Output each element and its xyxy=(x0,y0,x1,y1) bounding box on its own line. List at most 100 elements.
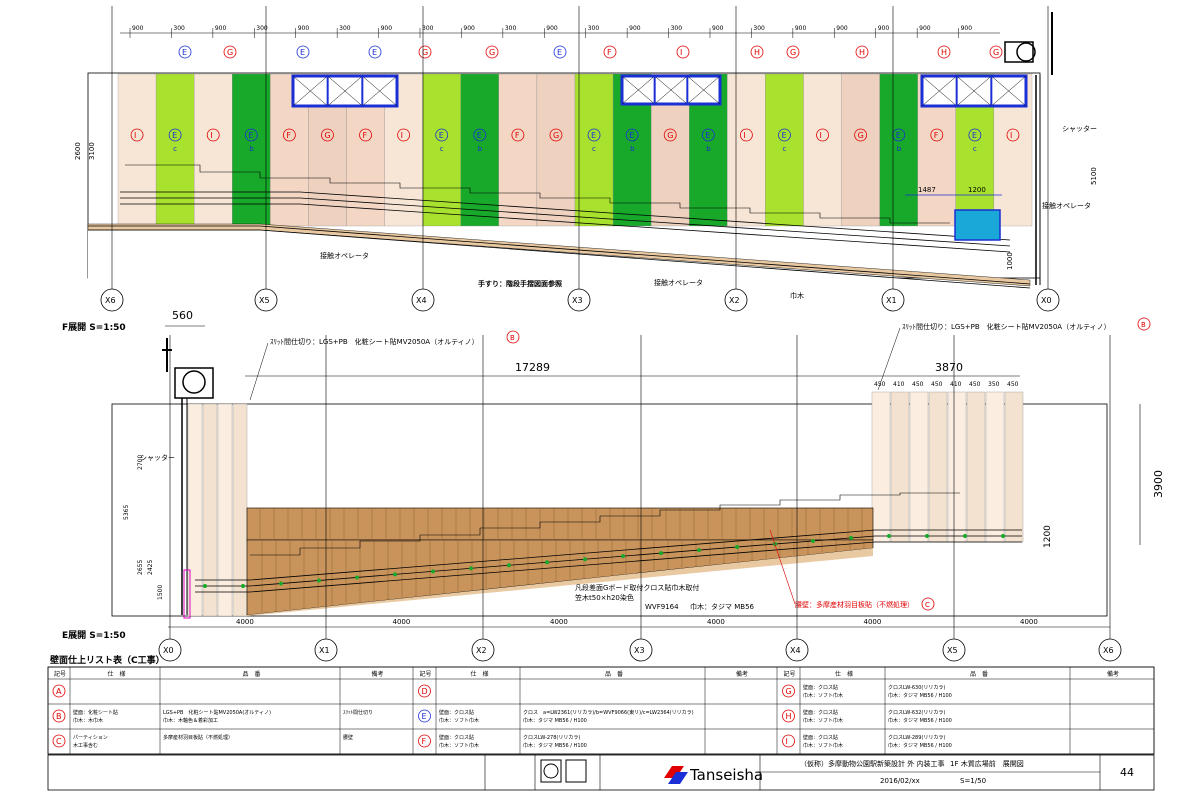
bottom-step-line xyxy=(250,492,960,556)
note-marker-b-right-circle xyxy=(1137,317,1151,331)
grid-axis-label: X4 xyxy=(790,646,801,655)
logo-stripe-2 xyxy=(668,772,688,784)
top-width-dim: 900 xyxy=(795,25,807,32)
panel-marker-circle xyxy=(854,128,868,142)
top-width-dim: 300 xyxy=(505,25,517,32)
panel-marker: E xyxy=(781,131,786,140)
table-cell: クロスLW-278(リリカラ) xyxy=(523,735,580,741)
note-marker-b-right: B xyxy=(1141,321,1146,329)
table-cell: パーティション xyxy=(73,735,108,741)
company-name: Tanseisha xyxy=(689,766,763,784)
grid-axis-label: X4 xyxy=(416,296,427,305)
left-slat xyxy=(202,403,218,617)
grid-axis-label: X1 xyxy=(886,296,897,305)
top-shutter-mechanism xyxy=(1004,12,1053,285)
rail-bracket xyxy=(811,538,815,543)
slat-width-dims: 450410450450410450350450 xyxy=(874,381,1019,388)
top-width-dim: 900 xyxy=(463,25,475,32)
top-marker: G xyxy=(489,48,495,57)
top-marker-circle xyxy=(786,45,800,59)
note-leader-left xyxy=(249,342,269,401)
left-height-dim: 1500 xyxy=(157,585,164,600)
axis-spacing-dim: 4000 xyxy=(393,618,411,626)
left-height-dim: 5365 xyxy=(123,505,130,520)
note-wall-marker: C xyxy=(925,601,930,609)
rail-bracket xyxy=(659,551,663,556)
panel-marker: E xyxy=(972,131,977,140)
table-marker-circle xyxy=(418,684,431,698)
panel-marker: E xyxy=(705,131,710,140)
table-header: 仕 様 xyxy=(108,670,126,678)
top-marker-circle xyxy=(418,45,432,59)
right-slat xyxy=(1004,391,1024,543)
left-height-dim: 2655 xyxy=(137,560,144,575)
grid-axis-circle xyxy=(1098,638,1122,662)
wall-panel xyxy=(155,73,195,227)
grid-axis-label: X3 xyxy=(634,646,645,655)
rail-bracket xyxy=(355,575,359,580)
top-width-dim: 300 xyxy=(588,25,600,32)
bottom-handrail xyxy=(195,529,1022,593)
wall-panel xyxy=(765,73,804,227)
grid-axis-label: X5 xyxy=(259,296,270,305)
project-name: （仮称）多摩動物公園駅新築設計 外 内装工事 xyxy=(800,759,944,768)
grid-axis-label: X6 xyxy=(105,296,116,305)
panel-marker: F xyxy=(363,131,368,140)
rail-bracket xyxy=(545,560,549,565)
note-board-1: 凡段差面Gボード取付クロス貼巾木取付 xyxy=(575,583,699,592)
panel-marker-circle xyxy=(435,128,449,142)
b-shutter-box xyxy=(174,367,214,399)
panel-marker: F xyxy=(286,131,291,140)
table-header: 備考 xyxy=(1107,670,1119,678)
window-cross-line xyxy=(292,75,328,107)
slat-dim: 450 xyxy=(969,381,981,388)
table-cell: クロス a=LW2361(リリカラ)/b=WVF9066(東リ)/c=LW236… xyxy=(523,709,694,716)
rail-bracket xyxy=(849,535,853,540)
right-slit-partition xyxy=(871,391,1024,543)
wood-wainscot-slope xyxy=(246,539,874,616)
table-cell: 木工事含む xyxy=(73,742,98,749)
top-windows xyxy=(291,74,1028,108)
top-marker-circle xyxy=(368,45,382,59)
top-marker: E xyxy=(372,48,377,57)
top-width-dim: 900 xyxy=(919,25,931,32)
window-cross-line xyxy=(956,75,992,107)
wall-panel xyxy=(460,73,499,227)
rail-bracket xyxy=(621,554,625,559)
top-width-dim: 900 xyxy=(878,25,890,32)
cert-seal xyxy=(540,759,562,783)
note-board-2: 笠木t50×h20染色 xyxy=(575,593,634,602)
table-marker-circle xyxy=(418,734,431,748)
note-marker-b-left-circle xyxy=(506,330,520,344)
panel-marker: E xyxy=(629,131,634,140)
panel-marker: I xyxy=(820,131,822,140)
grid-axis-circle xyxy=(785,638,809,662)
top-marker: G xyxy=(993,48,999,57)
height-5100: 5100 xyxy=(1090,167,1098,185)
left-slat xyxy=(187,403,203,617)
top-marker: E xyxy=(182,48,187,57)
panel-marker: I xyxy=(401,131,403,140)
label-handrail: 手すり：階段手摺図面参照 xyxy=(478,279,562,288)
top-marker: G xyxy=(422,48,428,57)
finish-list-table: 壁面仕上リスト表（C工事） 記号仕 様品 番備考記号仕 様品 番備考記号仕 様品… xyxy=(47,654,1155,755)
wall-panel xyxy=(803,73,842,227)
height-3100: 3100 xyxy=(88,142,96,160)
label-shutter-bottom: シャッター xyxy=(140,453,175,462)
top-width-dim: 300 xyxy=(173,25,185,32)
grid-axis-circle xyxy=(629,638,653,662)
table-marker-circle xyxy=(52,684,66,698)
rail-bracket xyxy=(317,578,321,583)
panel-marker-circle xyxy=(587,128,601,142)
table-cell: 巾木：ソフト巾木 xyxy=(803,717,843,724)
tanseisha-logo-icon xyxy=(664,766,688,784)
top-width-dim: 900 xyxy=(546,25,558,32)
panel-marker: I xyxy=(134,131,136,140)
table-header: 記号 xyxy=(54,670,66,678)
wood-wainscot-lower xyxy=(247,548,873,616)
bottom-wall-frame xyxy=(111,403,1108,617)
b-handrail-3 xyxy=(195,541,1022,593)
table-header: 仕 様 xyxy=(471,670,489,678)
table-header: 記号 xyxy=(420,670,432,678)
